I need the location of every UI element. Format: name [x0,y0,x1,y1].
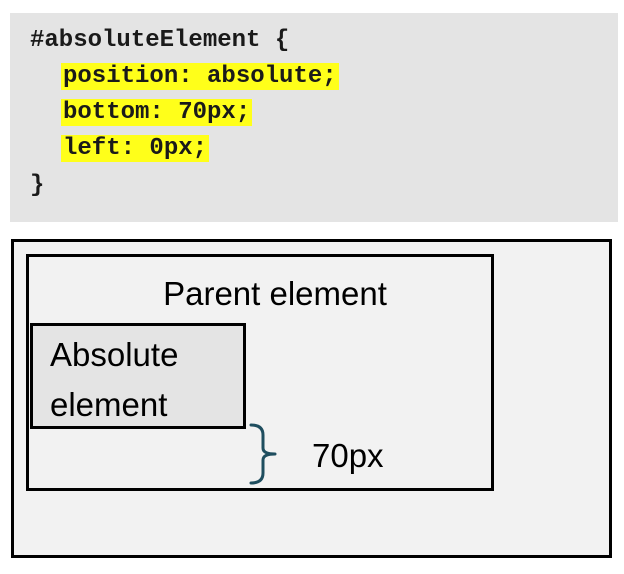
offset-70px-label: 70px [312,437,384,474]
code-line-position: position: absolute; [61,62,339,92]
curly-brace-icon [249,423,277,485]
code-closing-brace: } [30,172,45,199]
code-line-bottom: bottom: 70px; [61,98,253,128]
highlighted-declaration: position: absolute; [61,63,339,90]
css-code-block: #absoluteElement { position: absolute; b… [10,13,618,222]
absolute-element-label: Absolute element [50,336,179,423]
parent-element-label: Parent element [163,275,387,312]
code-line-left: left: 0px; [61,134,210,164]
highlighted-declaration: left: 0px; [61,135,210,162]
highlighted-declaration: bottom: 70px; [61,99,253,126]
absolute-element-box: Absolute element [30,323,246,429]
code-selector-line: #absoluteElement { [30,27,290,54]
